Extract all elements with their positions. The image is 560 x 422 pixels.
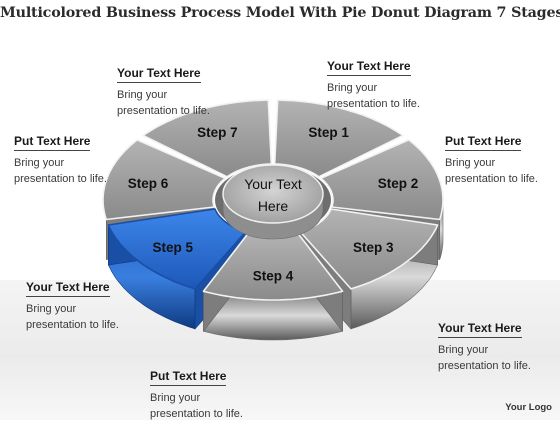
callout-body-line: presentation to life. xyxy=(26,319,119,331)
callout-body: Bring your presentation to life. xyxy=(117,87,277,119)
callout-body-line: presentation to life. xyxy=(150,408,243,420)
segment-step-6 xyxy=(102,139,226,221)
callout-body-line: Bring your xyxy=(14,157,65,169)
callout-body-line: Bring your xyxy=(26,303,77,315)
segment-step-3 xyxy=(299,208,439,290)
callout-body-line: presentation to life. xyxy=(14,173,107,185)
segment-tops xyxy=(102,99,444,301)
callout-body: Bring your presentation to life. xyxy=(26,301,186,333)
callout-body-line: presentation to life. xyxy=(445,173,538,185)
callout-body-line: Bring your xyxy=(438,344,489,356)
callout-bottom: Put Text Here Bring your presentation to… xyxy=(150,365,310,422)
callout-top-left: Your Text Here Bring your presentation t… xyxy=(117,62,277,119)
callout-heading: Put Text Here xyxy=(150,369,227,386)
callout-left-lower: Your Text Here Bring your presentation t… xyxy=(26,276,186,333)
step-label-6: Step 6 xyxy=(128,176,169,191)
center-hub xyxy=(215,164,331,240)
step-label-3: Step 3 xyxy=(353,240,394,255)
callout-body: Bring your presentation to life. xyxy=(438,342,560,374)
diagram-title: Multicolored Business Process Model With… xyxy=(0,5,560,21)
callout-body: Bring your presentation to life. xyxy=(14,155,174,187)
step-label-1: Step 1 xyxy=(308,125,349,140)
step-label-4: Step 4 xyxy=(253,269,294,284)
callout-body: Bring your presentation to life. xyxy=(150,390,310,422)
callout-body: Bring your presentation to life. xyxy=(327,80,487,112)
callout-body: Bring your presentation to life. xyxy=(445,155,560,187)
callout-body-line: Bring your xyxy=(117,89,168,101)
callout-heading: Your Text Here xyxy=(327,59,411,76)
center-text-line: Here xyxy=(258,198,289,214)
callout-body-line: presentation to life. xyxy=(117,105,210,117)
callout-heading: Your Text Here xyxy=(117,66,201,83)
hub-disc xyxy=(222,164,324,224)
callout-bottom-right: Your Text Here Bring your presentation t… xyxy=(438,317,560,374)
step-label-2: Step 2 xyxy=(378,176,419,191)
callout-body-line: Bring your xyxy=(327,82,378,94)
segment-step-1 xyxy=(273,99,404,178)
callout-heading: Your Text Here xyxy=(26,280,110,297)
callout-heading: Put Text Here xyxy=(14,134,91,151)
step-label-7: Step 7 xyxy=(197,125,238,140)
callout-body-line: Bring your xyxy=(445,157,496,169)
logo-text: Your Logo xyxy=(505,402,552,413)
segment-step-2 xyxy=(320,139,444,221)
callout-top-right: Your Text Here Bring your presentation t… xyxy=(327,55,487,112)
step-label-5: Step 5 xyxy=(153,240,194,255)
callout-heading: Your Text Here xyxy=(438,321,522,338)
callout-left-upper: Put Text Here Bring your presentation to… xyxy=(14,130,174,187)
callout-right: Put Text Here Bring your presentation to… xyxy=(445,130,560,187)
callout-body-line: Bring your xyxy=(150,392,201,404)
callout-body-line: presentation to life. xyxy=(327,98,420,110)
callout-body-line: presentation to life. xyxy=(438,360,531,372)
callout-heading: Put Text Here xyxy=(445,134,522,151)
segment-step-7 xyxy=(142,99,273,178)
center-text-line: Your Text xyxy=(244,176,302,192)
